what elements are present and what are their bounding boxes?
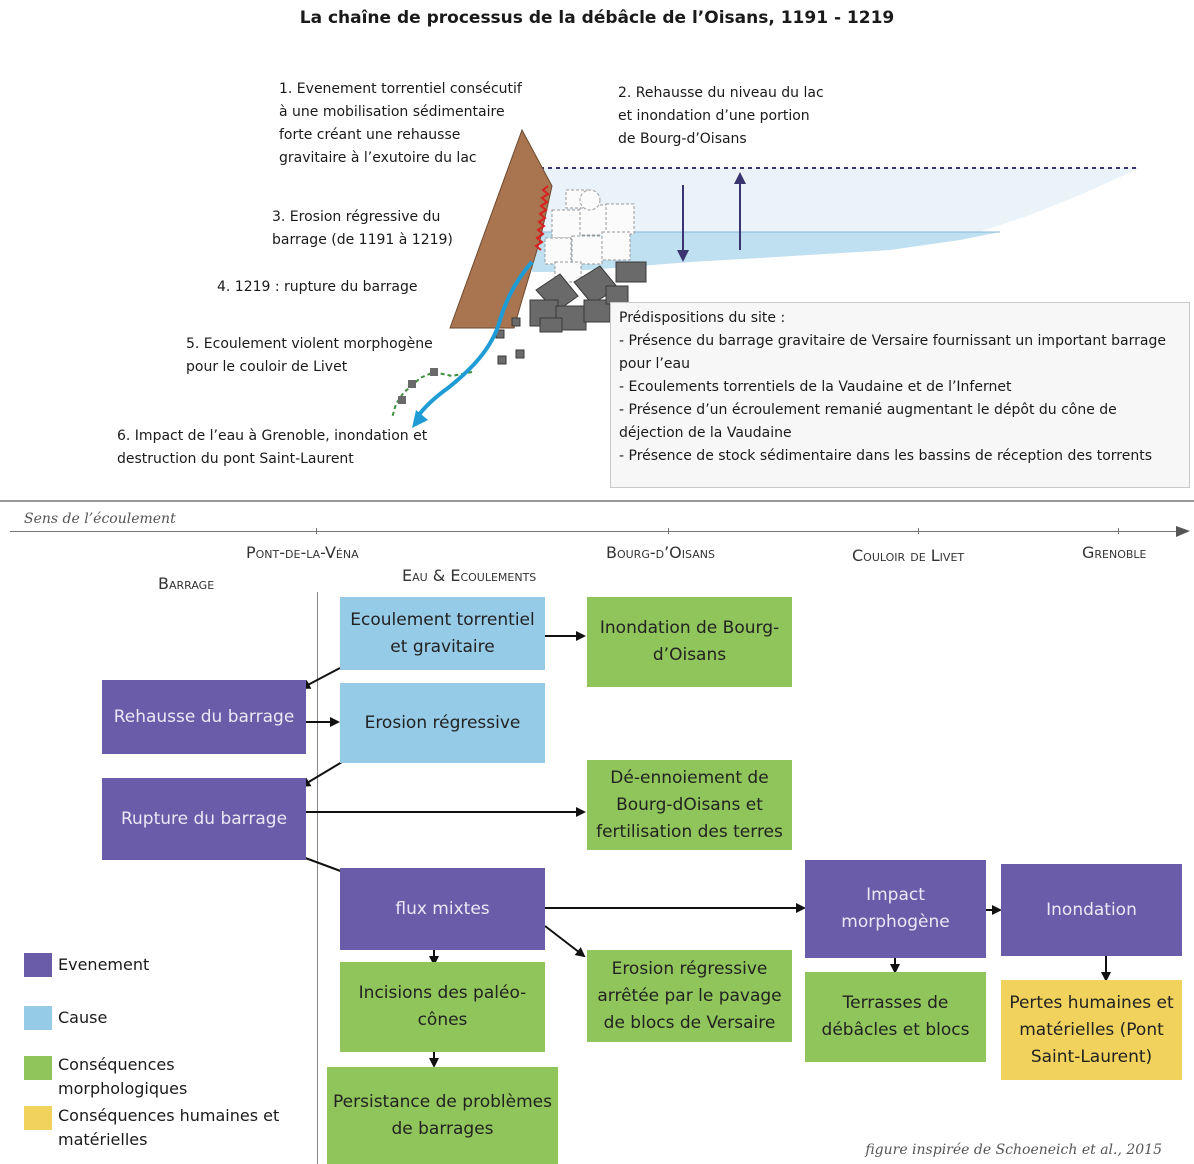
diagram-title: La chaîne de processus de la débâcle de …: [299, 8, 895, 28]
step-4-label: 4. 1219 : rupture du barrage: [217, 279, 418, 295]
corridor-blocks: [398, 368, 438, 404]
step-6-label: 6. Impact de l’eau à Grenoble, inondatio…: [117, 428, 428, 467]
legend-label-morphologiques: Conséquences morphologiques: [58, 1055, 188, 1098]
place-pont-de-la-vena: Pont-de-la-Véna: [246, 543, 359, 562]
box-pertes-humaines: Pertes humaines et matérielles (Pont Sai…: [1001, 980, 1182, 1080]
box-ecoulement-torrentiel: Ecoulement torrentiel et gravitaire: [340, 597, 545, 670]
figure-credit: figure inspirée de Schoeneich et al., 20…: [865, 1142, 1162, 1158]
box-inondation-bourg: Inondation de Bourg-d’Oisans: [587, 597, 792, 687]
legend-swatch-cause: [24, 1006, 52, 1030]
predispositions-item: - Ecoulements torrentiels de la Vaudaine…: [619, 379, 1012, 395]
box-erosion-regressive: Erosion régressive: [340, 683, 545, 763]
place-bourg-doisans: Bourg-d’Oisans: [606, 543, 715, 562]
section-divider: [0, 500, 1194, 502]
box-deennoiement: Dé-ennoiement de Bourg-dOisans et fertil…: [587, 760, 792, 850]
box-impact-morphogene: Impact morphogène: [805, 860, 986, 958]
axis-tick: [316, 528, 317, 534]
legend-label-humaines: Conséquences humaines et matérielles: [58, 1106, 280, 1149]
box-rehausse-barrage: Rehausse du barrage: [102, 680, 306, 754]
lake-level-down-arrow: [677, 250, 689, 262]
axis-tick: [918, 528, 919, 534]
box-erosion-arretee: Erosion régressive arrêtée par le pavage…: [587, 950, 792, 1042]
erosion-marks: [534, 185, 550, 251]
predispositions-item: - Présence d’un écroulement remanié augm…: [619, 402, 1117, 441]
lake-lower-level: [532, 232, 1000, 272]
predispositions-item: - Présence du barrage gravitaire de Vers…: [619, 333, 1166, 372]
flow-axis: [10, 531, 1182, 532]
step-1-label: 1. Evenement torrentiel consécutif à une…: [279, 81, 522, 166]
step-2-label: 2. Rehausse du niveau du lac et inondati…: [618, 85, 824, 147]
column-eau-ecoulements: Eau & Ecoulements: [402, 566, 537, 585]
flow-direction-label: Sens de l’écoulement: [24, 511, 176, 527]
legend-swatch-morphologiques: [24, 1056, 52, 1080]
legend-swatch-evenement: [24, 953, 52, 977]
step-3-label: 3. Erosion régressive du barrage (de 119…: [272, 209, 453, 248]
predispositions-item: - Présence de stock sédimentaire dans le…: [619, 448, 1153, 464]
step-5-label: 5. Ecoulement violent morphogène pour le…: [186, 336, 433, 375]
arrow-ecoulement-to-rehausse: [300, 667, 341, 689]
column-barrage: Barrage: [158, 574, 215, 593]
axis-tick: [1118, 528, 1119, 534]
flow-axis-arrowhead: [1176, 526, 1190, 537]
legend-label-cause: Cause: [58, 1008, 108, 1027]
lake-level-up-arrow: [734, 172, 746, 184]
legend-swatch-humaines: [24, 1106, 52, 1130]
column-divider: [317, 592, 318, 1164]
box-persistance-barrages: Persistance de problèmes de barrages: [327, 1067, 558, 1164]
arrow-flux-to-erosion-arretee: [544, 925, 586, 958]
axis-tick: [668, 528, 669, 534]
legend-label-evenement: Evenement: [58, 955, 150, 974]
box-terrasses: Terrasses de débâcles et blocs: [805, 972, 986, 1062]
predispositions-title: Prédispositions du site :: [619, 310, 786, 326]
box-inondation-grenoble: Inondation: [1001, 864, 1182, 956]
box-incisions-paleo-cones: Incisions des paléo-cônes: [340, 962, 545, 1052]
dam-illustration: [391, 128, 1140, 428]
predispositions-box: Prédispositions du site : - Présence du …: [610, 302, 1190, 488]
flood-arrow: [416, 260, 534, 418]
place-grenoble: Grenoble: [1082, 543, 1147, 562]
box-flux-mixtes: flux mixtes: [340, 868, 545, 950]
flood-arrow-head: [412, 410, 428, 428]
place-couloir-de-livet: Couloir de Livet: [852, 546, 965, 565]
collapsed-blocks: [495, 261, 647, 365]
box-rupture-barrage: Rupture du barrage: [102, 778, 306, 860]
